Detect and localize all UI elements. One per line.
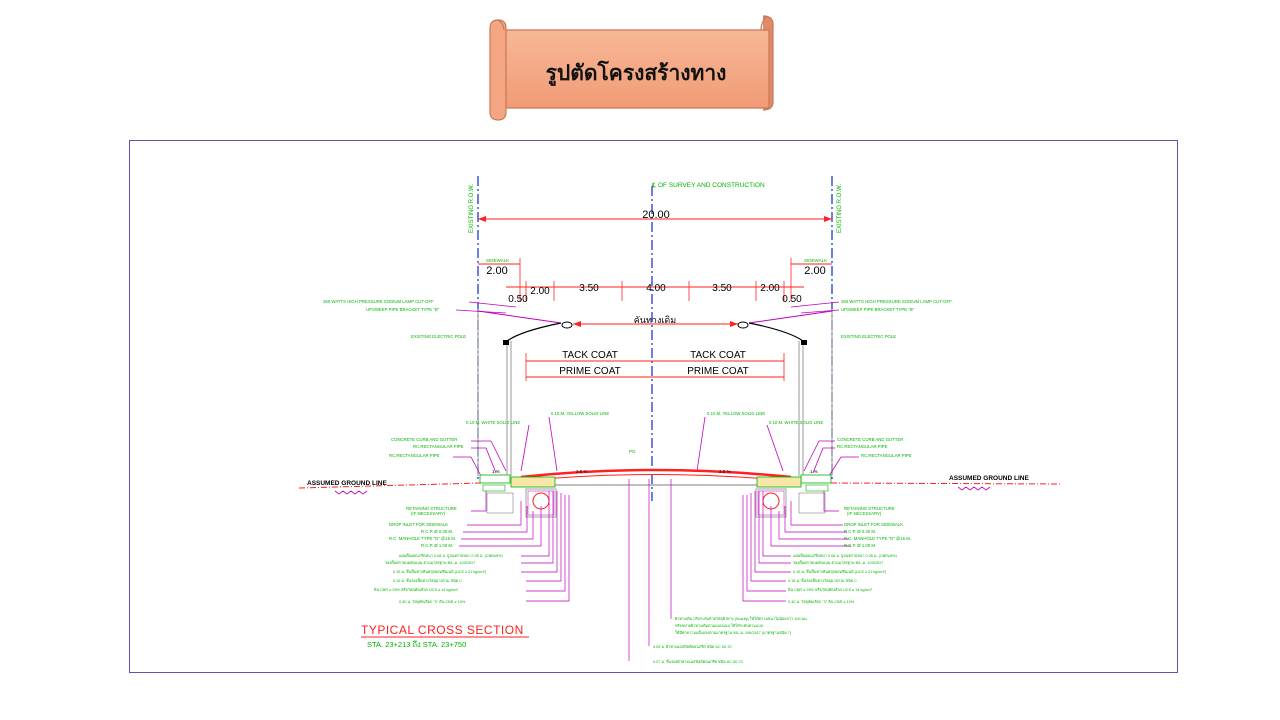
ground-label-right: ASSUMED GROUND LINE [949, 475, 1029, 482]
station-range: STA. 23+213 ถึง STA. 23+750 [367, 640, 466, 649]
title-banner: รูปตัดโครงสร้างทาง [489, 15, 774, 121]
section-title: TYPICAL CROSS SECTION [361, 623, 524, 637]
pg-label: PG [629, 449, 636, 454]
pole-label-right: EXISTING ELECTRIC POLE [841, 334, 896, 339]
layer-right-3: 0.15 ม. ชั้นพื้นทางหินคลุกผสมซีเมนต์ (UC… [793, 568, 887, 575]
centerline-label: ℄ OF SURVEY AND CONSTRUCTION [651, 182, 765, 189]
lamp-label-right: 250 WATTS HIGH PRESSURE SODIUM LAMP CUT-… [841, 299, 952, 304]
layer-left-2: รองพื้นทรายบดอัดแน่น ตามมาตรฐาน ทล.-ม. 1… [385, 559, 475, 565]
dim-sidewalk-right: 2.00 [804, 265, 825, 277]
dim-shoulder-right: 2.00 [760, 283, 780, 294]
center-note-1: ผิวทางเดิม ปรับระดับด้วยวัสดุผิวทาง (Sca… [674, 616, 807, 622]
prime-coat-right: PRIME COAT [687, 366, 748, 377]
cross-section-drawing: ℄ OF SURVEY AND CONSTRUCTION EXISTING R.… [298, 176, 1062, 664]
center-note-2: หรือขยายผิวทางเดิมตามแบบแนบ ให้ได้ระดับต… [675, 623, 764, 628]
pipe1-label-left: RC.RECTANGULAR PIPE [413, 444, 464, 449]
sidewalk-label-right: SIDEWALK [804, 258, 827, 263]
center-note-4: 0.05 ม. ผิวทางแอสฟัลต์คอนกรีต ชนิด AC 60… [653, 644, 731, 649]
note-left-3: DROP INLET FOR SIDEWALK [389, 522, 448, 527]
lamp-label-left: 250 WATTS HIGH PRESSURE SODIUM LAMP CUT-… [323, 299, 434, 304]
dim-shoulder-left: 2.00 [530, 286, 550, 297]
white-line-left: 0.10 M. WHITE SOLID LINE [466, 420, 520, 425]
layer-left-5: ดิน CBR ≥ 25% หรือวัสดุคัดเลือก UCS ≥ 14… [373, 587, 458, 593]
dim-median: 4.00 [646, 283, 666, 294]
note-right-5: R.C. MANHOLE TYPE "D" @15 M. [844, 536, 911, 541]
curb-label-right: CONCRETE CURB AND GUTTER [837, 437, 903, 442]
row-label-left: EXISTING R.O.W. [469, 184, 475, 233]
dim-lane-left: 3.50 [579, 283, 599, 294]
curb-label-left: CONCRETE CURB AND GUTTER [391, 437, 457, 442]
layer-left-4: 0.15 ม. ชั้นรองพื้นทางวัสดุมวลรวม ชนิด C [393, 577, 462, 584]
yellow-line-right: 0.10 M. YELLOW SOLID LINE [707, 411, 765, 416]
existing-road-label: คันทางเดิม [634, 315, 676, 325]
slope-sw-right: 1 % [810, 469, 818, 474]
pole-label-left: EXISTING ELECTRIC POLE [411, 334, 466, 339]
curb-structure-left [479, 474, 557, 518]
note-left-2: (IF NECESSARY) [411, 511, 446, 516]
ground-line [298, 482, 1062, 495]
slope-road-right: 2.5 % [719, 469, 731, 474]
dim-lane-right: 3.50 [712, 283, 732, 294]
layer-right-6: 0.30 ม. วัสดุคัดเลือก "ก" ดิน CBR ≥ 10% [788, 599, 855, 605]
pipe1-label-right: RC.RECTANGULAR PIPE [837, 444, 888, 449]
note-right-1: RETAINING STRUCTURE [844, 506, 895, 511]
layer-left-3: 0.15 ม. ชั้นพื้นทางหินคลุกผสมซีเมนต์ (UC… [393, 568, 487, 575]
curb-structure-right [755, 474, 832, 518]
page-title: รูปตัดโครงสร้างทาง [546, 60, 727, 87]
layer-right-2: รองพื้นทรายบดอัดแน่น ตามมาตรฐาน ทล.-ม. 1… [793, 559, 883, 565]
note-left-6: R.C.P. Ø 1.00 M. [421, 543, 453, 548]
slope-sw-left: 1 % [492, 469, 500, 474]
layer-right-1: แผ่นพื้นคอนกรีตหนา 0.08 ม. ปูบนทรายหนา 0… [793, 552, 897, 558]
drawing-frame: ℄ OF SURVEY AND CONSTRUCTION EXISTING R.… [129, 140, 1178, 673]
bracket-label-left: UPSWEEP PIPE BRACKET TYPE "B" [366, 307, 440, 312]
street-lamp-left [477, 309, 573, 476]
slope-road-left: 2.5 % [576, 469, 588, 474]
center-note-3: ให้มีค่าความแข็งแรงตามมาตรฐาน ทล.-ม. 106… [675, 629, 792, 635]
total-width-dim: 20.00 [642, 209, 670, 221]
bracket-label-right: UPSWEEP PIPE BRACKET TYPE "B" [841, 307, 915, 312]
dim-offset-left: 0.50 [508, 294, 528, 305]
pipe2-label-left: RC.RECTANGULAR PIPE [389, 453, 440, 458]
layer-right-5: ดิน CBR ≥ 25% หรือวัสดุคัดเลือก UCS ≥ 14… [787, 587, 872, 593]
pipe2-label-right: RC.RECTANGULAR PIPE [861, 453, 912, 458]
tack-coat-right: TACK COAT [690, 350, 746, 361]
ground-label-left: ASSUMED GROUND LINE [307, 480, 387, 487]
yellow-line-left: 0.10 M. YELLOW SOLID LINE [551, 411, 609, 416]
street-lamp-right [737, 309, 833, 476]
note-right-4: R.C.P. Ø 0.30 M. [844, 529, 876, 534]
sidewalk-label-left: SIDEWALK [486, 258, 509, 263]
note-right-2: (IF NECESSARY) [847, 511, 882, 516]
dim-sidewalk-left: 2.00 [486, 265, 507, 277]
prime-coat-left: PRIME COAT [559, 366, 620, 377]
layer-left-1: แผ่นพื้นคอนกรีตหนา 0.08 ม. ปูบนทรายหนา 0… [399, 552, 503, 558]
layer-right-4: 0.15 ม. ชั้นรองพื้นทางวัสดุมวลรวม ชนิด C [788, 577, 857, 584]
tack-coat-left: TACK COAT [562, 350, 618, 361]
dim-offset-right: 0.50 [782, 294, 802, 305]
white-line-right: 0.10 M. WHITE SOLID LINE [769, 420, 823, 425]
layer-left-6: 0.30 ม. วัสดุคัดเลือก "ก" ดิน CBR ≥ 10% [399, 599, 466, 605]
note-left-1: RETAINING STRUCTURE [406, 506, 457, 511]
center-note-5: 0.07 ม. ชั้นรองผิวทางแอสฟัลต์คอนกรีต ชนิ… [653, 658, 743, 664]
note-right-6: R.C.P. Ø 1.00 M. [844, 543, 876, 548]
row-label-right: EXISTING R.O.W. [837, 184, 843, 233]
note-left-5: R.C. MANHOLE TYPE "D" @15 M. [389, 536, 456, 541]
note-right-3: DROP INLET FOR SIDEWALK [844, 522, 903, 527]
note-left-4: R.C.P. Ø 0.30 M. [421, 529, 453, 534]
